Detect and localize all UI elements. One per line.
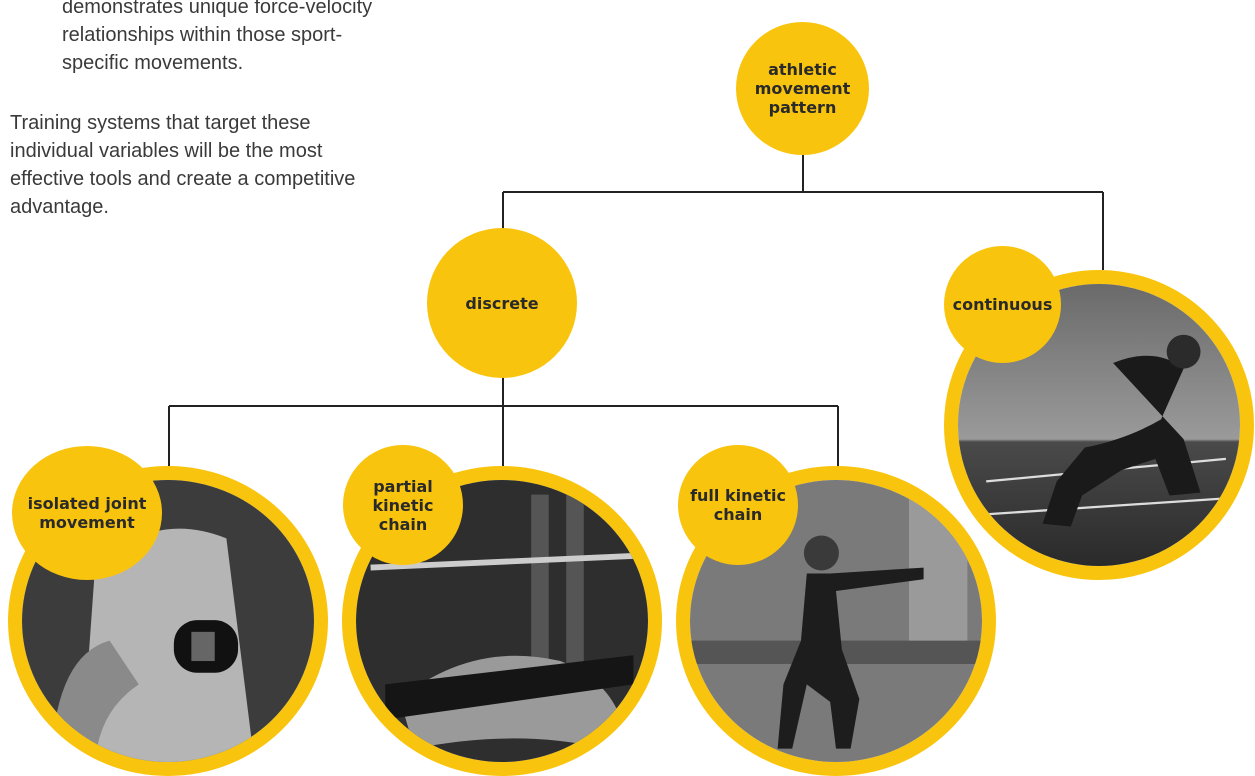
intro-paragraph: Training systems that target these indiv…: [10, 112, 356, 218]
node-continuous: continuous: [944, 246, 1061, 363]
partial-photo: [342, 466, 662, 776]
node-athletic-movement-pattern: athletic movement pattern: [736, 22, 869, 155]
node-discrete: discrete: [427, 228, 577, 378]
intro-continuation: demonstrates unique force-velocity relat…: [62, 0, 373, 74]
node-full-kinetic-chain: full kinetic chain: [678, 445, 798, 565]
node-isolated-joint-movement: isolated joint movement: [12, 446, 162, 580]
node-partial-kinetic-chain: partial kinetic chain: [343, 445, 463, 565]
